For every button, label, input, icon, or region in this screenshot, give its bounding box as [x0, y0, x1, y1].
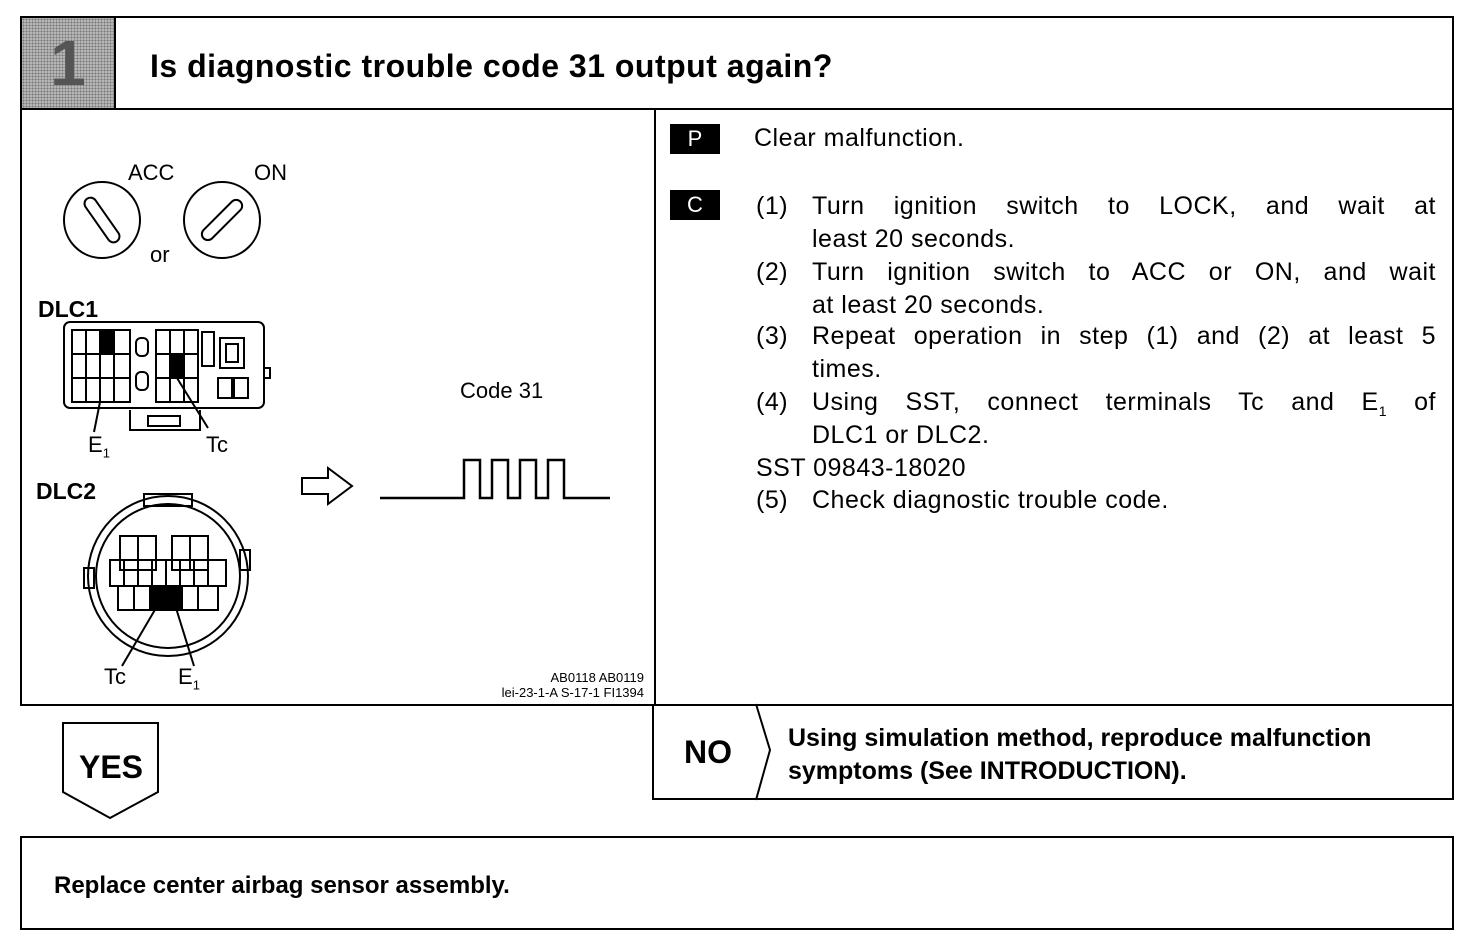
code-31-label: Code 31 — [460, 378, 544, 403]
right-arrow-icon — [301, 466, 354, 506]
p-badge: P — [670, 124, 720, 154]
procedure-step-2: (2) Turn ignition switch to ACC or ON, a… — [756, 258, 1436, 319]
dlc2-e1-label: E1 — [178, 664, 200, 693]
yes-label: YES — [79, 749, 143, 785]
dlc2-connector-icon — [83, 493, 251, 667]
step-number: 1 — [50, 27, 86, 99]
code-31-waveform — [380, 458, 610, 500]
on-switch-icon — [183, 181, 261, 259]
acc-label: ACC — [128, 160, 175, 185]
procedure-step-5: (5) Check diagnostic trouble code. — [756, 486, 1169, 514]
dlc2-label: DLC2 — [36, 478, 97, 504]
dlc1-label: DLC1 — [38, 296, 99, 322]
no-arrow-divider — [755, 703, 772, 801]
question-header: Is diagnostic trouble code 31 output aga… — [114, 16, 1454, 110]
sst-number: SST 09843-18020 — [756, 454, 966, 482]
dlc1-tc-label: Tc — [206, 432, 228, 457]
p-text: Clear malfunction. — [754, 124, 965, 152]
no-result-box: NO Using simulation method, reproduce ma… — [652, 703, 1454, 801]
acc-switch-icon — [63, 181, 141, 259]
dlc1-e1-label: E1 — [88, 432, 110, 461]
dlc1-connector-icon — [63, 321, 271, 433]
procedure-panel: P Clear malfunction. C (1) Turn ignition… — [654, 108, 1454, 706]
no-label: NO — [684, 734, 732, 770]
yes-arrow-box: YES — [62, 722, 159, 820]
figure-panel: ACC ON or — [20, 108, 656, 706]
c-badge: C — [670, 190, 720, 220]
question-text: Is diagnostic trouble code 31 output aga… — [150, 48, 833, 84]
procedure-step-1: (1) Turn ignition switch to LOCK, and wa… — [756, 192, 1436, 253]
on-label: ON — [254, 160, 287, 185]
result-text: Replace center airbag sensor assembly. — [54, 872, 510, 899]
yes-result-box: Replace center airbag sensor assembly. — [20, 836, 1454, 930]
procedure-step-4: (4) Using SST, connect terminals Tc and … — [756, 388, 1436, 449]
or-label: or — [150, 242, 170, 267]
dlc2-tc-label: Tc — [104, 664, 126, 689]
no-action-text: Using simulation method, reproduce malfu… — [788, 724, 1372, 785]
procedure-step-3: (3) Repeat operation in step (1) and (2)… — [756, 322, 1436, 383]
figure-reference: AB0118 AB0119 lei-23-1-A S-17-1 FI1394 — [501, 670, 644, 700]
figure-drawing — [63, 181, 610, 667]
step-number-badge: 1 — [20, 16, 116, 110]
